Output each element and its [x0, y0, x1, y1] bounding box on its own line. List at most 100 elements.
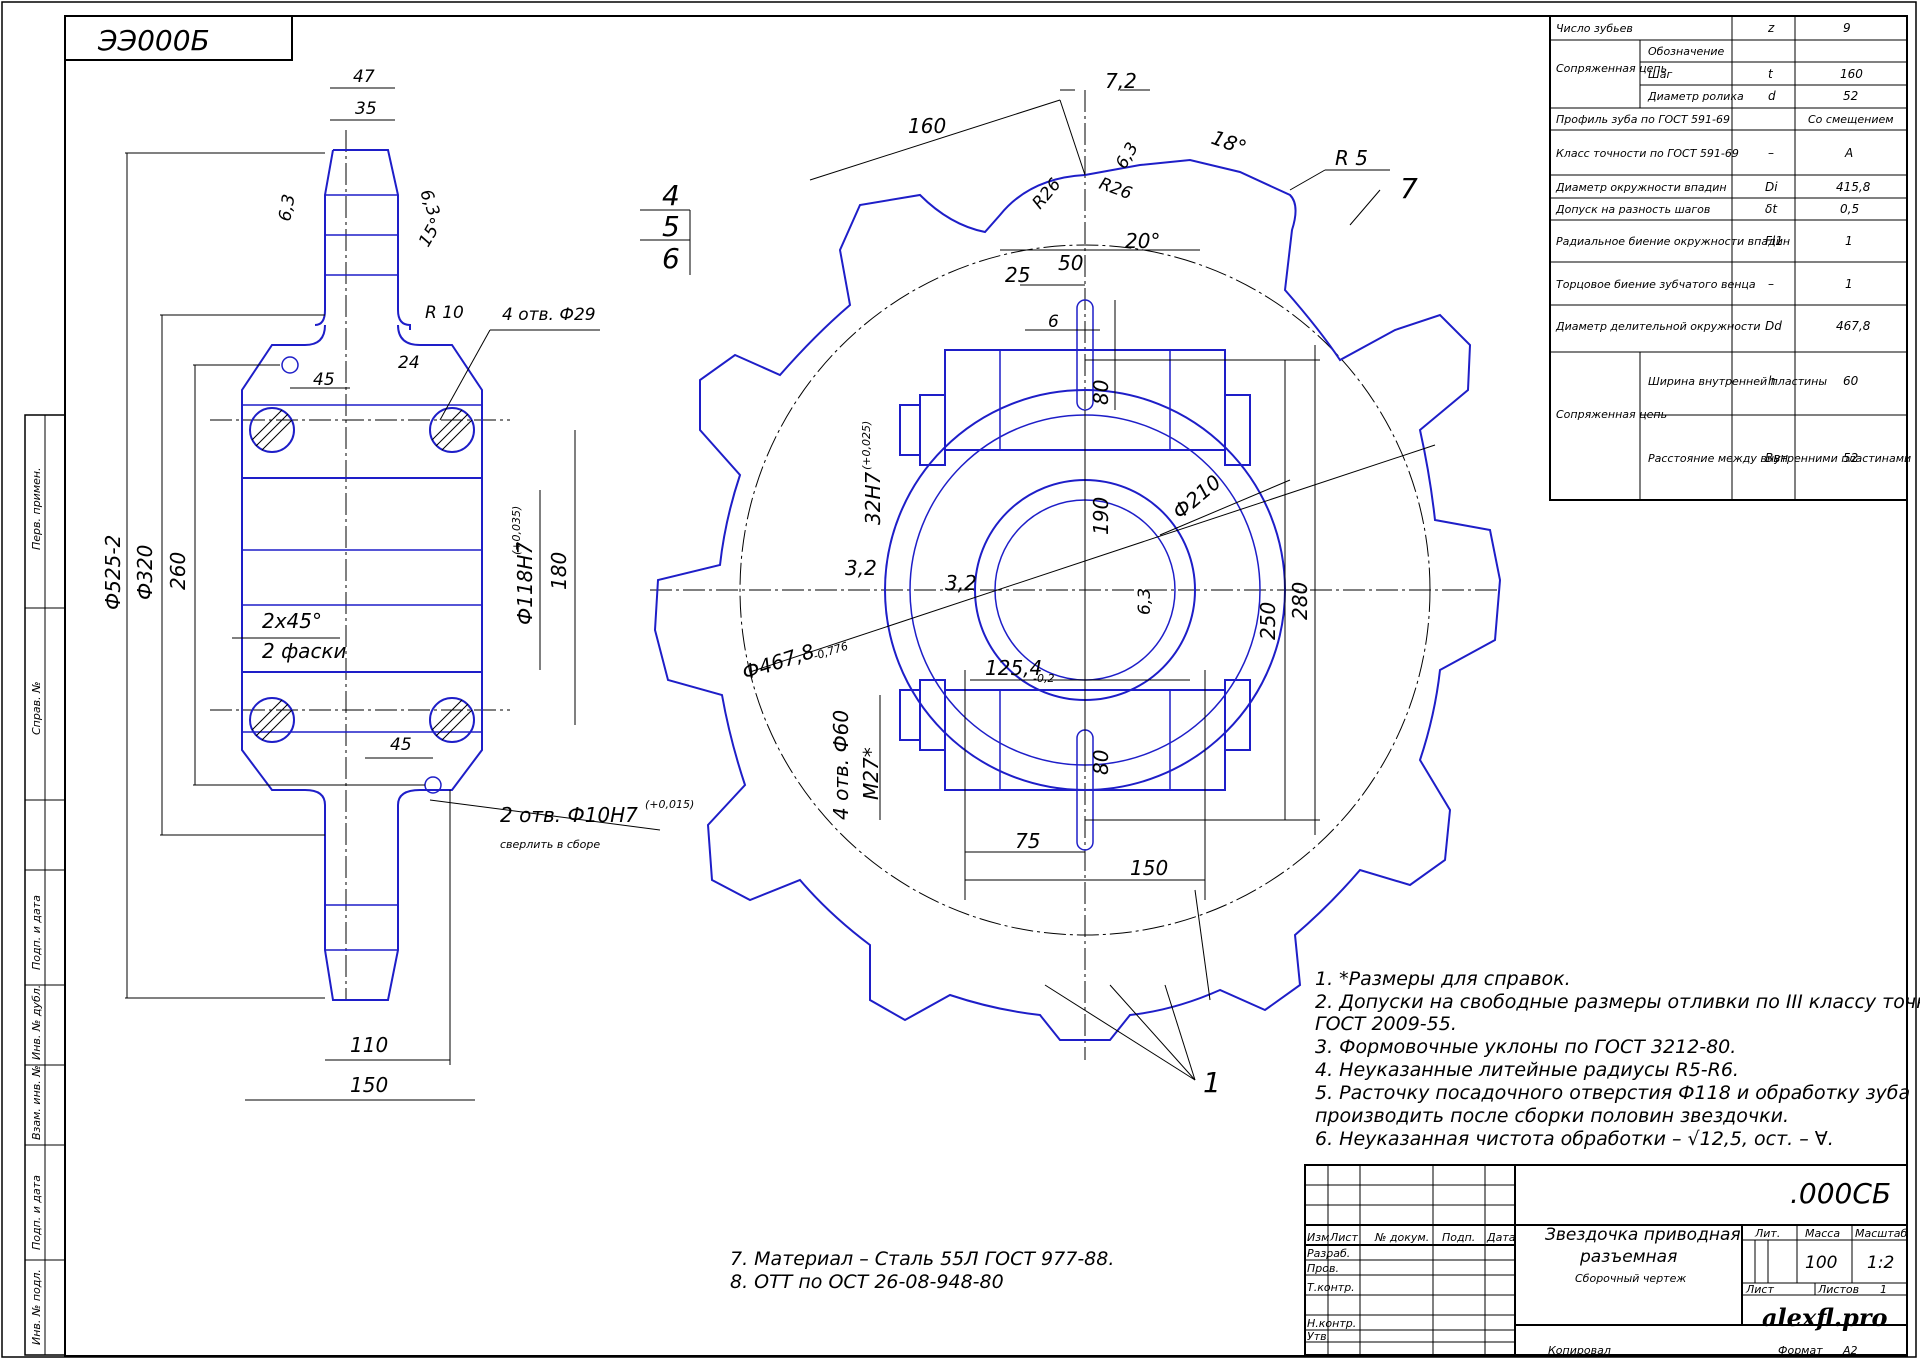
- dim-15: 15°: [415, 214, 447, 250]
- param-4-name: Профиль зуба по ГОСТ 591-69: [1556, 113, 1730, 126]
- front-view: 160 7,2 18° R 5 6,3 R26 R26 20° 25 50 6 …: [640, 69, 1502, 1099]
- dim-dia467: Ф467,8: [739, 639, 817, 685]
- param-2-val: 160: [1840, 67, 1863, 81]
- tol-32: (+0,025): [860, 421, 873, 470]
- dim-dia210: Ф210: [1168, 470, 1226, 524]
- param-0-sym: z: [1767, 21, 1775, 35]
- dim-18deg: 18°: [1208, 125, 1250, 160]
- dim-280: 280: [1288, 582, 1312, 620]
- side-view: 47 35 6,3 6,3 15° R 10 4 отв. Ф29 24 45 …: [101, 67, 694, 1101]
- params-table: Число зубьев z 9 Сопряженная цепь Обозна…: [1549, 15, 1911, 501]
- note-7: 7. Материал – Сталь 55Л ГОСТ 977-88.: [730, 1248, 1114, 1270]
- logo-alexfl: alexfl.pro: [1762, 1303, 1887, 1332]
- stamp-col-izm: Изм: [1307, 1231, 1329, 1244]
- doc-code: .000СБ: [1790, 1177, 1891, 1210]
- param-1-sub: Обозначение: [1648, 45, 1725, 58]
- param-4-val: Со смещением: [1808, 113, 1894, 126]
- dim-r5: R 5: [1335, 146, 1368, 170]
- stamp-row-nkontr: Н.контр.: [1307, 1317, 1356, 1330]
- side-stamp: Перв. примен. Справ. № Подп. и дата Инв.…: [24, 414, 66, 1356]
- scale-value: 1:2: [1867, 1253, 1894, 1273]
- param-0-val: 9: [1843, 21, 1851, 35]
- leader-7: 7: [1400, 172, 1418, 205]
- tol-125: -0,2: [1033, 672, 1054, 685]
- drill-note: сверлить в сборе: [500, 838, 600, 851]
- dim-25: 25: [1005, 263, 1030, 287]
- scale-label: Масштаб: [1855, 1227, 1907, 1240]
- corner-code: ЭЭ000Б: [97, 24, 210, 57]
- dim-dia525: Ф525-2: [101, 535, 125, 610]
- note-8: 8. ОТТ по ОСТ 26-08-948-80: [730, 1271, 1004, 1293]
- param-7-sym: δt: [1765, 202, 1778, 216]
- label-4-holes-60: 4 отв. Ф60: [829, 710, 853, 820]
- dim-160: 160: [908, 114, 946, 138]
- param-5-sym: –: [1768, 146, 1774, 160]
- param-6-name: Диаметр окружности впадин: [1555, 181, 1727, 194]
- mass-label: Масса: [1805, 1227, 1840, 1240]
- param-5-name: Класс точности по ГОСТ 591-69: [1556, 147, 1739, 160]
- dim-150: 150: [350, 1073, 388, 1097]
- sprocket-outline: [653, 158, 1502, 1041]
- leader-6: 6: [662, 242, 680, 275]
- param-11-name: Сопряженная цепь: [1556, 408, 1667, 421]
- roughness-3-2b: 3,2: [945, 571, 977, 595]
- param-6-sym: Di: [1765, 180, 1778, 194]
- leader-4: 4: [662, 179, 680, 212]
- dim-110: 110: [350, 1033, 388, 1057]
- label-2-holes: 2 отв. Ф10H7: [500, 803, 638, 827]
- dim-6-3d: 6,3: [1135, 588, 1155, 615]
- format-label: Формат: [1778, 1344, 1823, 1357]
- param-2-sub: Шаг: [1648, 68, 1673, 81]
- stamp-row-razrab: Разраб.: [1307, 1247, 1350, 1260]
- note-3: 3. Формовочные уклоны по ГОСТ 3212-80.: [1315, 1036, 1736, 1058]
- side-stamp-3: Подп. и дата: [30, 895, 43, 970]
- param-12-sym: Bвн: [1765, 451, 1788, 465]
- side-stamp-6: Подп. и дата: [30, 1175, 43, 1250]
- corner-code-box: ЭЭ000Б: [64, 15, 293, 61]
- param-12-sub: Расстояние между внутренними пластинами: [1648, 452, 1911, 465]
- dim-35: 35: [355, 99, 377, 119]
- tol-118: (+0,035): [510, 506, 523, 555]
- sheet-label: Лист: [1745, 1283, 1774, 1296]
- tol-10: (+0,015): [645, 798, 694, 811]
- param-11-sub: Ширина внутренней пластины: [1648, 375, 1827, 388]
- dim-dia320: Ф320: [133, 545, 157, 600]
- title-line-1: Звездочка приводная: [1545, 1225, 1741, 1245]
- note-1: 1. *Размеры для справок.: [1315, 968, 1571, 990]
- dim-150b: 150: [1130, 856, 1168, 880]
- stamp-row-prov: Пров.: [1307, 1262, 1339, 1275]
- leader-5: 5: [662, 210, 680, 243]
- dim-45b: 45: [390, 735, 412, 755]
- param-0-name: Число зубьев: [1556, 22, 1633, 35]
- param-8-sym: Fl1: [1765, 234, 1783, 248]
- note-5b: производить после сборки половин звездоч…: [1315, 1105, 1789, 1127]
- param-5-val: А: [1844, 146, 1853, 160]
- sheets-value: 1: [1880, 1283, 1887, 1296]
- stamp-row-utv: Утв.: [1307, 1330, 1330, 1343]
- param-7-name: Допуск на разность шагов: [1555, 203, 1710, 216]
- side-stamp-1: Перв. примен.: [30, 467, 43, 550]
- stamp-col-date: Дата: [1486, 1231, 1516, 1244]
- title-line-2: разъемная: [1579, 1247, 1677, 1267]
- mass-value: 100: [1805, 1253, 1837, 1273]
- dim-6-3c: 6,3: [1112, 139, 1143, 172]
- stamp-row-tkontr: Т.контр.: [1307, 1281, 1355, 1294]
- label-4-holes: 4 отв. Ф29: [502, 305, 596, 325]
- param-1-name: Сопряженная цепь: [1556, 62, 1667, 75]
- dim-7-2: 7,2: [1105, 69, 1137, 93]
- dim-r10: R 10: [425, 303, 464, 323]
- param-3-sym: d: [1768, 89, 1776, 103]
- dim-260: 260: [166, 552, 190, 590]
- note-5: 5. Расточку посадочного отверстия Ф118 и…: [1315, 1082, 1910, 1104]
- param-11-val: 60: [1843, 374, 1859, 388]
- sheets-label: Листов: [1817, 1283, 1859, 1296]
- dim-190: 190: [1089, 497, 1113, 535]
- roughness-3-2a: 3,2: [845, 556, 877, 580]
- param-8-val: 1: [1845, 234, 1853, 248]
- chamfer-line1: 2x45°: [262, 609, 322, 633]
- param-3-sub: Диаметр ролика: [1647, 90, 1744, 103]
- side-stamp-4: Инв. № дубл.: [30, 985, 43, 1060]
- dim-180: 180: [547, 552, 571, 590]
- dim-r26a: R26: [1029, 175, 1066, 214]
